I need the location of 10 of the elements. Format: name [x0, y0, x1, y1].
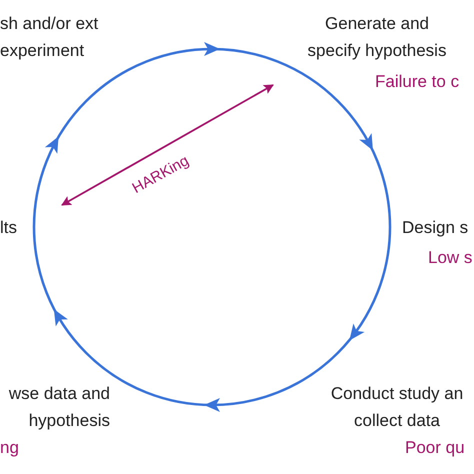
problem-note: ng: [0, 437, 19, 459]
stage-label: Design s: [402, 217, 470, 239]
stage-label: wse data and hypothesis: [8, 383, 110, 432]
stage-label: lts: [0, 217, 18, 239]
problem-note: Poor qu: [405, 437, 465, 459]
stage-label: Generate and specify hypothesis: [306, 13, 448, 62]
problem-note: Low s: [428, 247, 472, 269]
stage-label: sh and/or ext experiment: [0, 13, 100, 62]
stage-label: Conduct study an collect data: [330, 383, 464, 432]
problem-note: Failure to c: [375, 71, 460, 93]
